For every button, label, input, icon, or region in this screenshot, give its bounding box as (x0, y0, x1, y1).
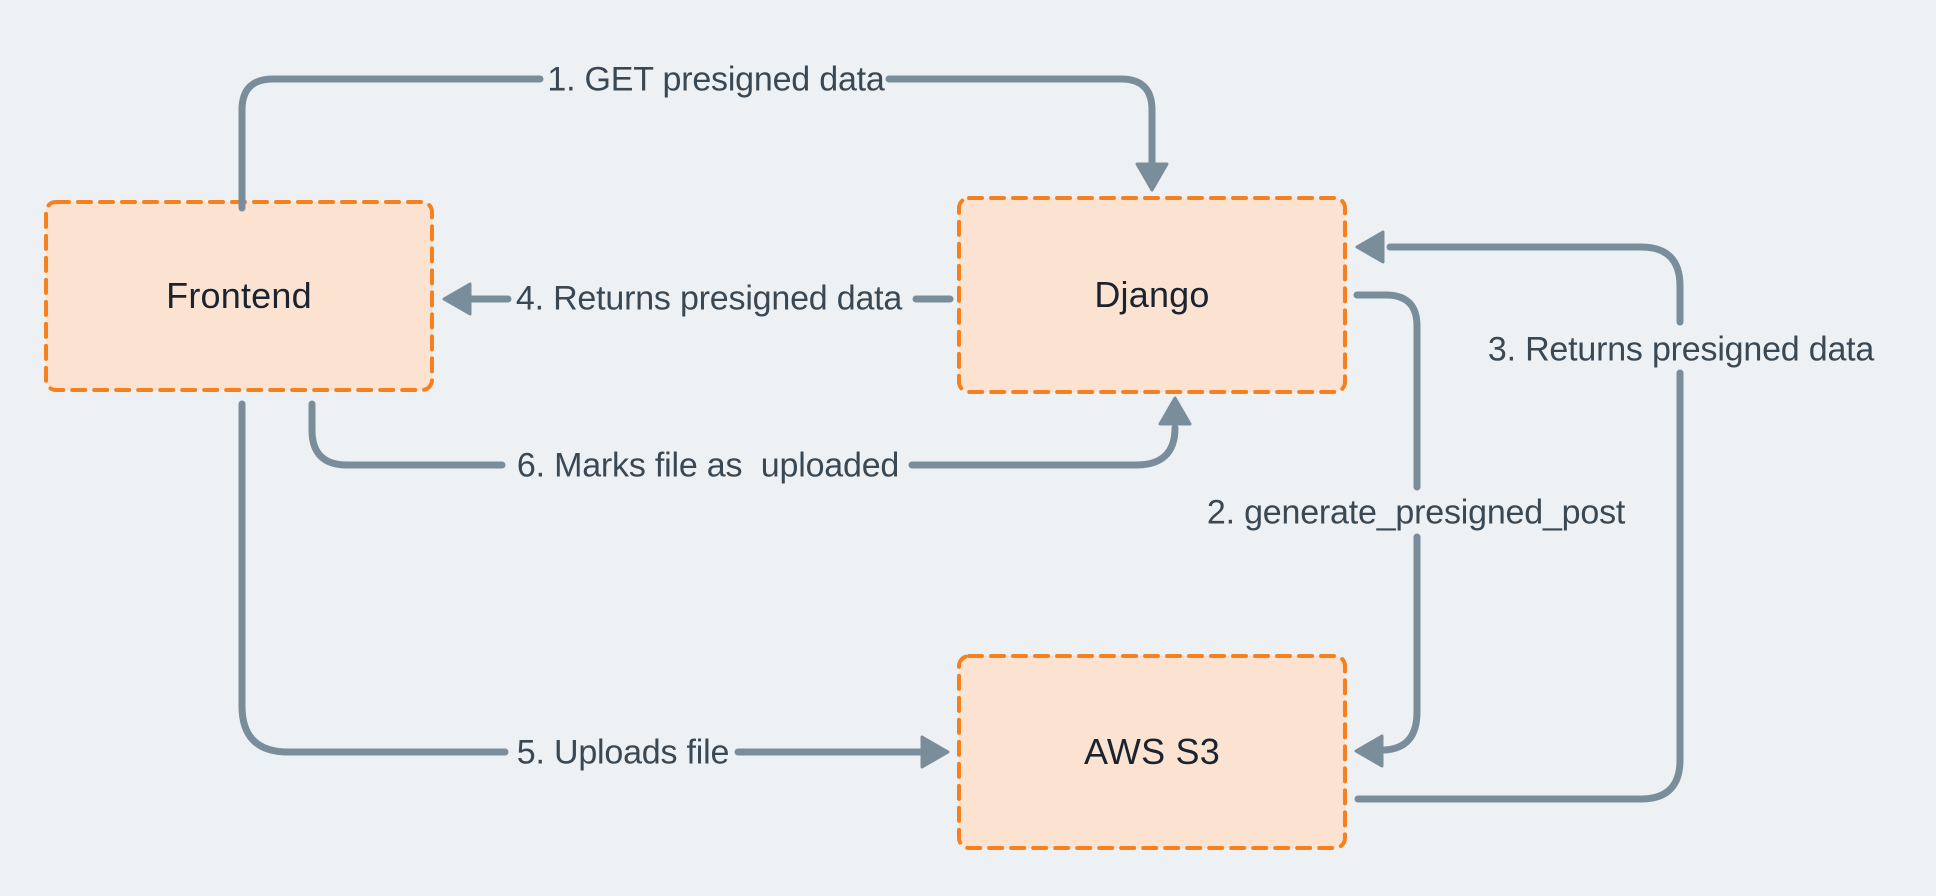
django-box: Django (1094, 274, 1210, 315)
django-box-outline (957, 196, 1347, 394)
arrow-3-segment-bottom (1354, 369, 1684, 803)
frontend-box: Frontend (166, 275, 312, 316)
arrow-label-returns-presigned-data-s3: 3. Returns presigned data (1487, 330, 1875, 369)
arrow-5-right-arrowhead-icon (920, 735, 950, 769)
arrow-2-segment-top (1353, 291, 1421, 491)
arrow-6-segment-right (908, 424, 1179, 469)
arrow-3-segment-top (1386, 243, 1684, 326)
arrow-5-segment-left (238, 400, 509, 756)
arrow-1-down-arrowhead-icon (1135, 162, 1169, 192)
arrow-6-segment-left (308, 400, 506, 469)
arrow-4-left-arrowhead-icon (442, 282, 472, 316)
arrow-label-uploads-file: 5. Uploads file (516, 733, 730, 772)
arrow-label-marks-file-uploaded: 6. Marks file as uploaded (516, 446, 900, 485)
arrow-1-segment-right (885, 75, 1156, 170)
arrow-2-segment-bottom (1381, 533, 1421, 754)
arrow-label-get-presigned-data: 1. GET presigned data (547, 60, 885, 99)
arrow-label-returns-presigned-data-frontend: 4. Returns presigned data (515, 279, 903, 318)
arrow-6-up-arrowhead-icon (1158, 396, 1192, 426)
arrow-2-left-arrowhead-icon (1354, 734, 1384, 768)
aws-s3-box: AWS S3 (1084, 731, 1220, 772)
aws-s3-box-outline (957, 654, 1347, 850)
arrow-label-generate-presigned-post: 2. generate_presigned_post (1206, 493, 1626, 532)
arrow-1-segment-left (238, 75, 544, 212)
arrow-3-left-arrowhead-icon (1355, 230, 1385, 264)
